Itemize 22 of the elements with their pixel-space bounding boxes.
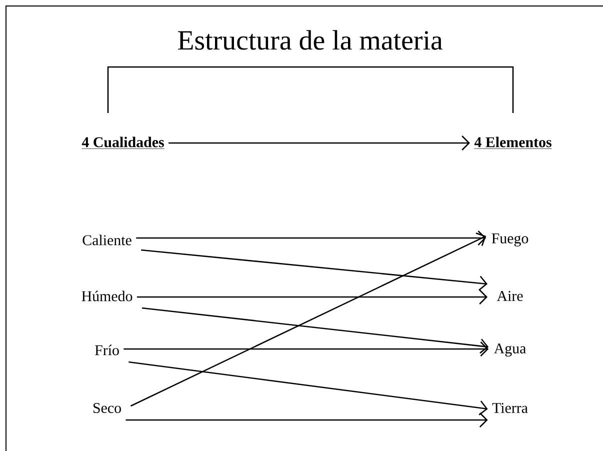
item-text: Aire	[496, 290, 523, 301]
arrow	[136, 290, 488, 304]
item-text: Tierra	[492, 402, 528, 413]
arrow	[136, 230, 486, 246]
arrow	[128, 361, 488, 416]
title-text: Estructura de la materia	[178, 30, 442, 50]
item-text: Frío	[95, 344, 119, 356]
item-text: Fuego	[492, 234, 528, 246]
heading-text: 4 Cualidades	[82, 136, 165, 149]
arrow	[126, 412, 488, 428]
arrow	[142, 307, 489, 354]
arrow	[168, 136, 470, 150]
arrow	[130, 232, 486, 407]
item-text: Húmedo	[82, 290, 132, 302]
heading-text: 4 Elementos	[474, 136, 552, 149]
bracket-line	[107, 66, 310, 113]
item-text: Seco	[93, 402, 121, 413]
arrow	[141, 249, 488, 291]
item-text: Caliente	[82, 234, 132, 246]
arrow	[124, 342, 489, 356]
item-text: Agua	[494, 343, 526, 357]
bracket-line	[310, 66, 514, 113]
